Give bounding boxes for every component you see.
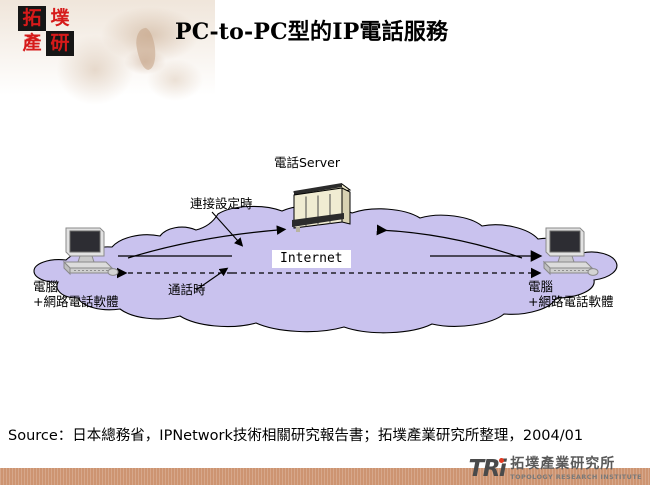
label-pc-right: 電腦 +網路電話軟體 bbox=[528, 279, 614, 310]
footer-bar bbox=[0, 468, 650, 485]
label-pc-right-line1: 電腦 bbox=[528, 279, 554, 294]
label-internet: Internet bbox=[272, 250, 351, 269]
tri-logo-mark: 拓 墣 產 研 bbox=[18, 6, 74, 56]
page-title: PC-to-PC型的IP電話服務 bbox=[175, 19, 449, 45]
network-diagram: 電話Server 連接設定時 通話時 Internet 電腦 +網路電話軟體 電… bbox=[0, 108, 650, 400]
logo-char-3: 產 bbox=[22, 32, 42, 54]
label-pc-left-line2: +網路電話軟體 bbox=[33, 293, 119, 309]
footer-logo-english: TOPOLOGY RESEARCH INSTITUTE bbox=[510, 473, 642, 482]
source-citation: Source：日本總務省，IPNetwork技術相關研究報告書；拓墣產業研究所整… bbox=[8, 428, 584, 444]
logo-char-4: 研 bbox=[46, 31, 74, 56]
logo-char-2: 墣 bbox=[50, 7, 70, 29]
signal-left-to-server bbox=[127, 225, 287, 259]
footer-logo-chinese: 拓墣產業研究所 bbox=[510, 456, 616, 473]
logo-char-1: 拓 bbox=[18, 6, 46, 31]
tri-wordmark: TRi bbox=[468, 455, 507, 482]
leader-setup bbox=[211, 211, 244, 247]
internet-cloud bbox=[33, 205, 618, 334]
computer-right-icon bbox=[538, 224, 600, 282]
label-pc-left-line1: 電腦 bbox=[33, 279, 59, 294]
footer-logo-text-stack: 拓墣產業研究所 TOPOLOGY RESEARCH INSTITUTE bbox=[510, 457, 642, 481]
label-pc-right-line2: +網路電話軟體 bbox=[528, 293, 614, 309]
diagram-vector-layer bbox=[33, 205, 618, 334]
label-telephone-server: 電話Server bbox=[274, 155, 340, 170]
signal-right-to-server bbox=[376, 224, 523, 259]
tri-wordmark-text: TRi bbox=[468, 455, 507, 482]
label-pc-left: 電腦 +網路電話軟體 bbox=[33, 279, 119, 310]
footer-tri-logo: TRi 拓墣產業研究所 TOPOLOGY RESEARCH INSTITUTE bbox=[469, 456, 643, 482]
computer-left-icon bbox=[58, 224, 120, 282]
telephone-server-icon bbox=[286, 180, 352, 236]
label-during-call: 通話時 bbox=[168, 282, 206, 297]
tri-logo-red-dot bbox=[499, 457, 505, 463]
leader-talk bbox=[195, 267, 229, 291]
label-connection-setup: 連接設定時 bbox=[190, 196, 253, 211]
